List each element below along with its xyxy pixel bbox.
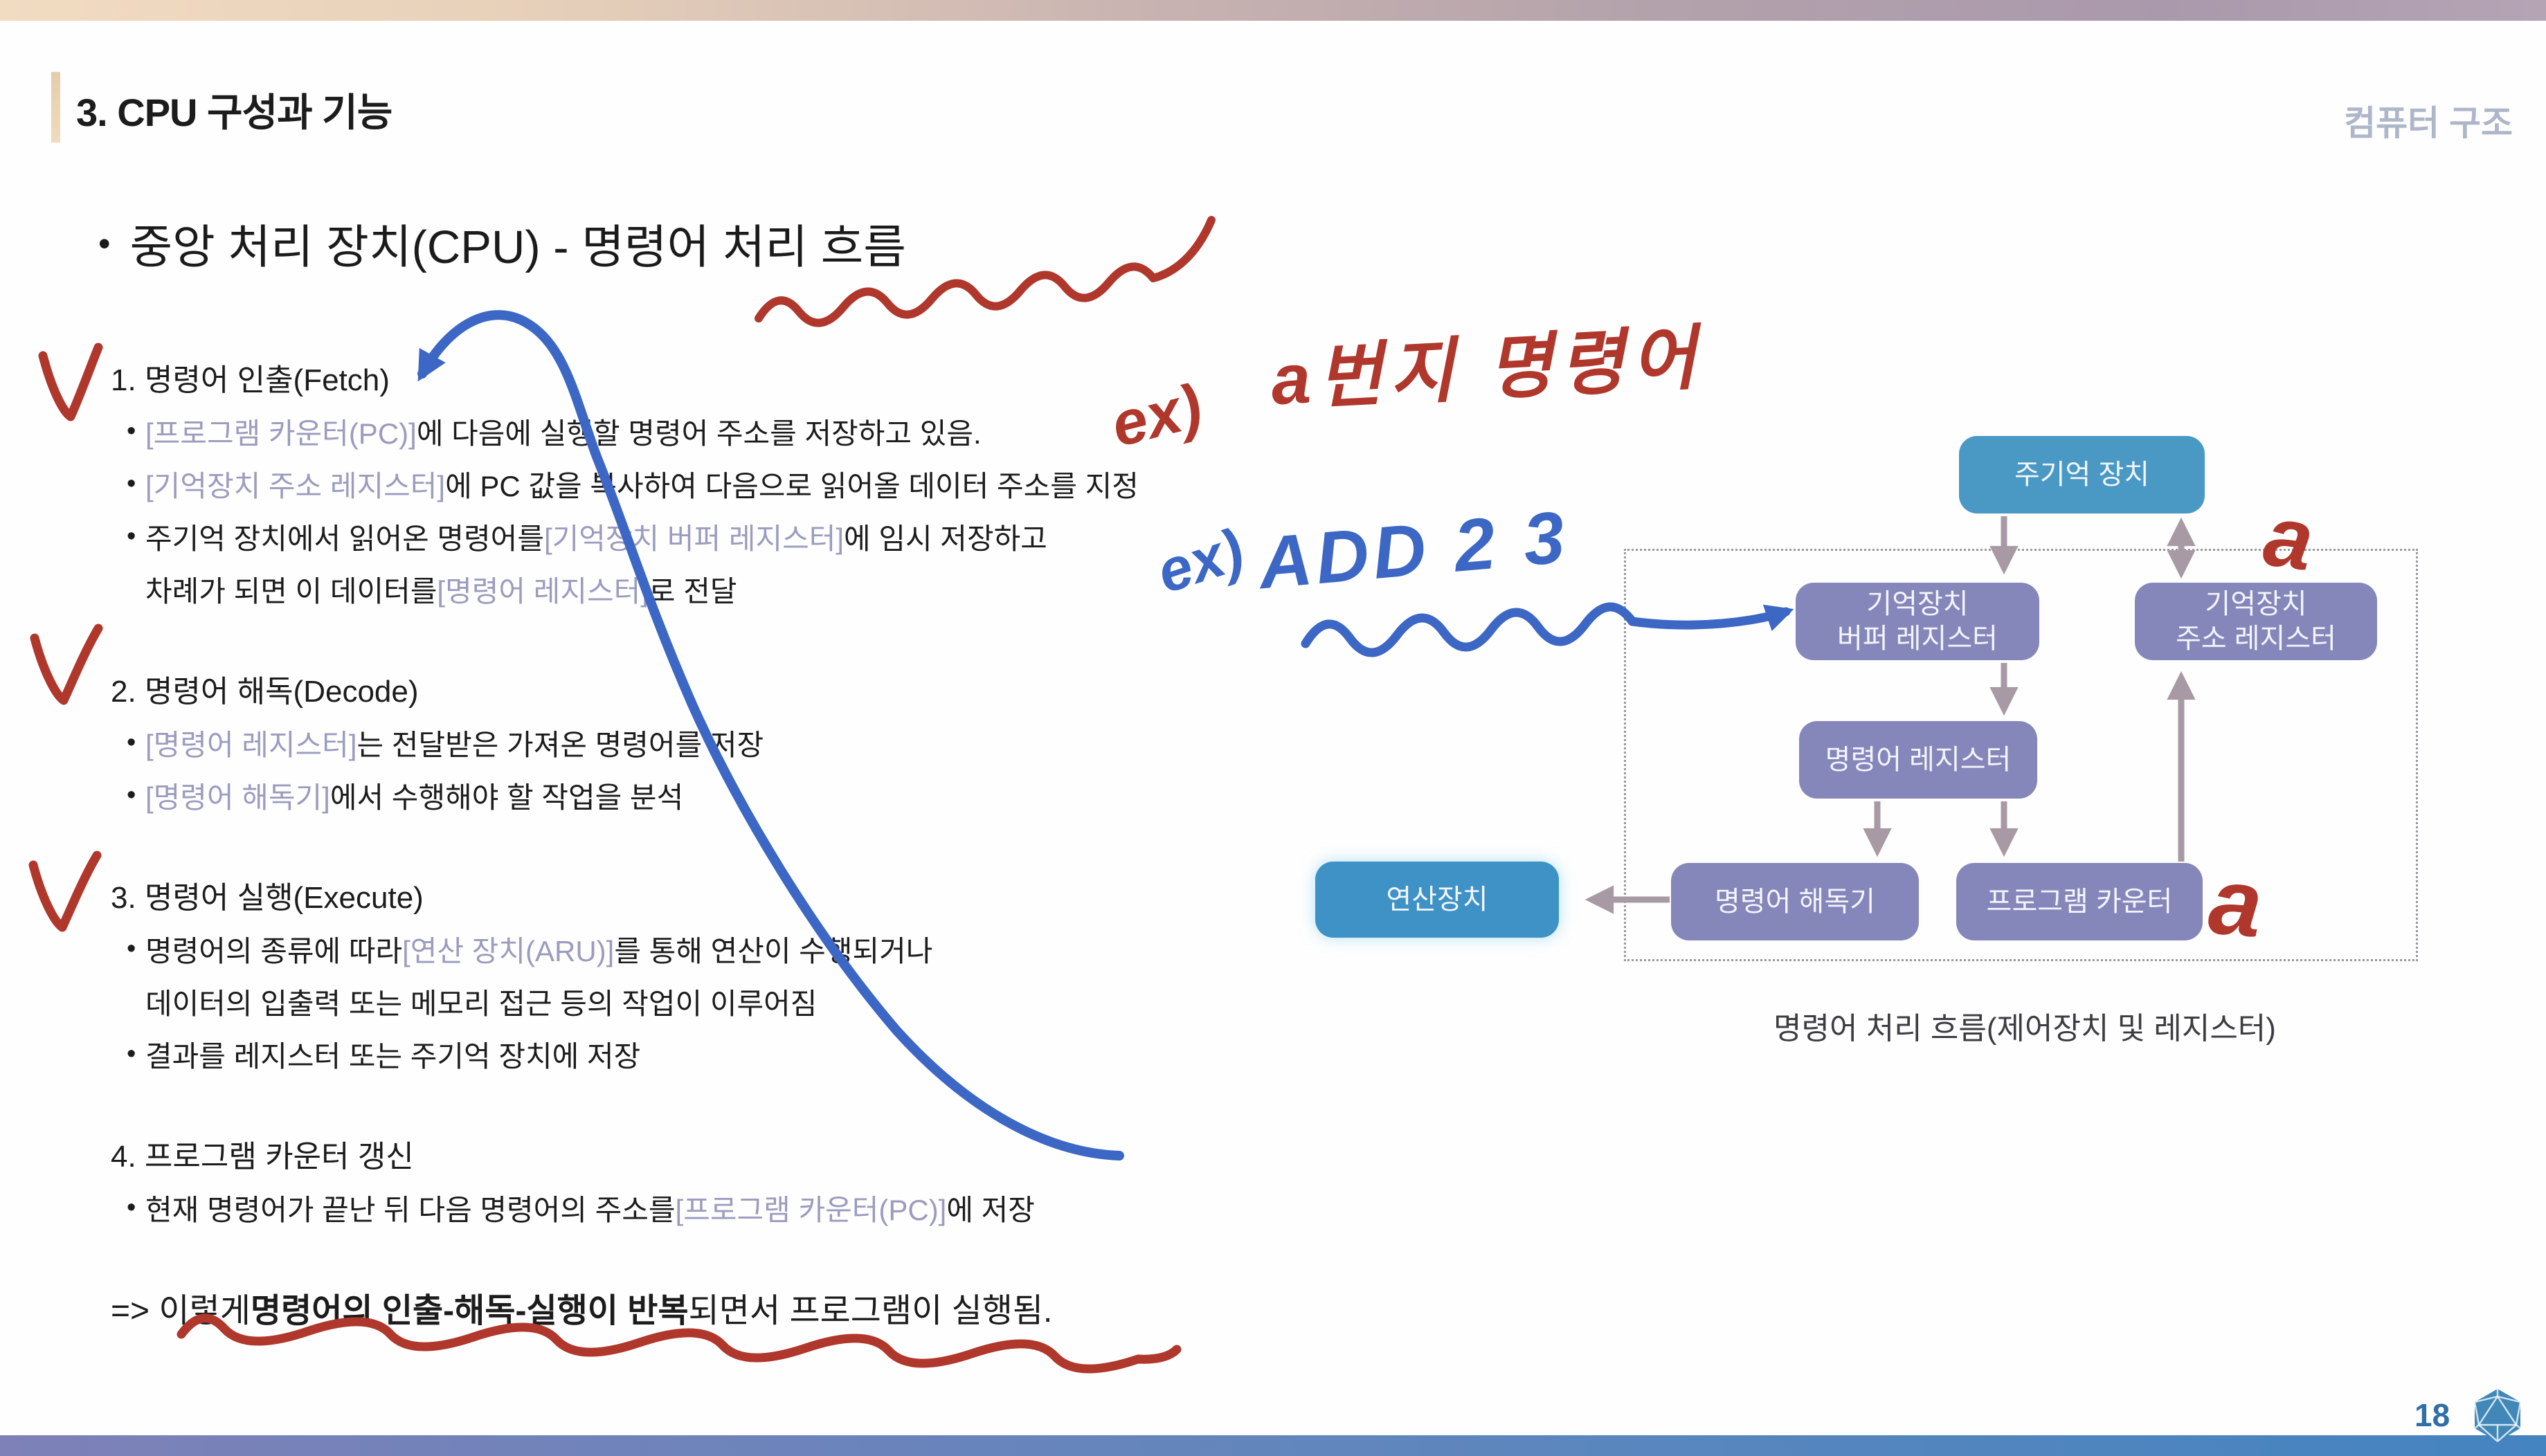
diagram-box-main-memory: 주기억 장치: [1959, 436, 2205, 513]
section-heading: 1. 명령어 인출(Fetch): [111, 363, 390, 397]
bullet-icon: •: [98, 224, 111, 263]
diagram-caption: 명령어 처리 흐름(제어장치 및 레지스터): [1773, 1012, 2276, 1046]
bullet-icon: •: [127, 934, 136, 963]
text-segment: 명령어의 종류에 따라: [145, 934, 403, 967]
text-segment: 차례가 되면 이 데이터를: [145, 574, 437, 608]
text-segment: 현재 명령어가 끝난 뒤 다음 명령어의 주소를: [145, 1193, 676, 1226]
diagram-box-memory-address-register: 기억장치 주소 레지스터: [2135, 583, 2377, 660]
bullet-icon: •: [127, 780, 136, 810]
text-segment: 에서 수행해야 할 작업을 분석: [329, 781, 684, 814]
text-segment: [프로그램 카운터(PC)]: [145, 417, 417, 450]
top-gradient-bar: [0, 0, 2546, 21]
bottom-gradient-bar: [0, 1435, 2546, 1456]
notes-section: 4. 프로그램 카운터 갱신 • 현재 명령어가 끝난 뒤 다음 명령어의 주소를 …: [104, 1126, 1336, 1234]
icosahedron-logo-icon: [2473, 1389, 2522, 1442]
diagram-box-instruction-decoder: 명령어 해독기: [1671, 863, 1919, 940]
diagram-box-memory-buffer-register: 기억장치 버퍼 레지스터: [1796, 583, 2039, 660]
control-unit-dotted-border: [1624, 549, 2418, 961]
text-segment: 에 저장: [946, 1193, 1035, 1226]
list-item: • 주기억 장치에서 읽어온 명령어를 [기억장치 버퍼 레지스터]에 임시 저장…: [104, 510, 1336, 563]
list-item: • 현재 명령어가 끝난 뒤 다음 명령어의 주소를 [프로그램 카운터(PC)]…: [104, 1181, 1336, 1234]
text-segment: 에 임시 저장하고: [844, 522, 1047, 555]
bullet-icon: •: [127, 521, 136, 551]
text-segment: [명령어 레지스터]: [145, 728, 357, 761]
slide-title: 3. CPU 구성과 기능: [76, 91, 392, 134]
section-heading: 2. 명령어 해독(Decode): [111, 675, 419, 709]
text-segment: 명령어의 인출-해독-실행이 반복: [250, 1293, 689, 1329]
text-segment: 를 통해 연산이 수행되거나: [614, 934, 933, 967]
text-segment: => 이렇게: [111, 1293, 251, 1329]
page-number: 18: [2414, 1397, 2450, 1433]
list-item: • 결과를 레지스터 또는 주기억 장치에 저장: [104, 1028, 1336, 1080]
text-segment: 데이터의 입출력 또는 메모리 접근 등의 작업이 이루어짐: [145, 987, 818, 1020]
list-item: • [명령어 레지스터]는 전달받은 가져온 명령어를 저장: [104, 716, 1336, 769]
checkmark-icon: [30, 624, 103, 705]
course-label: 컴퓨터 구조: [2344, 104, 2513, 143]
text-segment: [프로그램 카운터(PC)]: [675, 1193, 947, 1226]
bullet-icon: •: [127, 727, 136, 757]
text-segment: [기억장치 주소 레지스터]: [145, 469, 446, 502]
bullet-icon: •: [127, 416, 136, 446]
text-segment: 에 PC 값을 복사하여 다음으로 읽어올 데이터 주소를 지정: [445, 469, 1139, 502]
diagram-box-instruction-register: 명령어 레지스터: [1799, 721, 2037, 799]
section-heading: 3. 명령어 실행(Execute): [111, 881, 424, 915]
main-heading-text: 중앙 처리 장치(CPU) - 명령어 처리 흐름: [129, 221, 906, 273]
text-segment: [기억장치 버퍼 레지스터]: [543, 522, 845, 555]
checkmark-icon: [38, 343, 103, 421]
diagram-box-alu: 연산장치: [1315, 862, 1559, 938]
text-segment: 결과를 레지스터 또는 주기억 장치에 저장: [145, 1039, 641, 1073]
diagram-box-program-counter: 프로그램 카운터: [1956, 863, 2203, 940]
text-segment: 로 전달: [648, 574, 737, 608]
checkmark-icon: [28, 850, 102, 932]
handwritten-red-letter-bottom: a: [2205, 847, 2267, 958]
text-segment: [연산 장치(ARU)]: [402, 934, 615, 967]
text-segment: 에 다음에 실행할 명령어 주소를 저장하고 있음.: [416, 417, 982, 450]
list-item: • [명령어 해독기]에서 수행해야 할 작업을 분석: [104, 769, 1336, 821]
bullet-icon: •: [127, 1192, 136, 1222]
section-heading: 4. 프로그램 카운터 갱신: [111, 1140, 414, 1174]
bullet-icon: •: [127, 1039, 136, 1068]
list-item: • [기억장치 주소 레지스터]에 PC 값을 복사하여 다음으로 읽어올 데이터…: [104, 457, 1336, 510]
text-segment: 는 전달받은 가져온 명령어를 저장: [356, 728, 764, 761]
list-item: 차례가 되면 이 데이터를 [명령어 레지스터]로 전달: [104, 563, 1336, 615]
handwritten-red-example: a번지 명령어: [1269, 318, 1705, 420]
text-segment: 주기억 장치에서 읽어온 명령어를: [145, 522, 544, 555]
title-accent-bar: [51, 72, 60, 143]
list-item: 데이터의 입출력 또는 메모리 접근 등의 작업이 이루어짐: [104, 975, 1336, 1028]
notes-column: 1. 명령어 인출(Fetch)•[프로그램 카운터(PC)]에 다음에 실행할…: [104, 349, 1336, 1335]
text-segment: 되면서 프로그램이 실행됨.: [688, 1293, 1053, 1329]
text-segment: [명령어 해독기]: [145, 781, 330, 814]
bullet-icon: •: [127, 468, 136, 498]
notes-section: 3. 명령어 실행(Execute) • 명령어의 종류에 따라 [연산 장치(AR…: [104, 867, 1336, 1080]
notes-section: 2. 명령어 해독(Decode) • [명령어 레지스터]는 전달받은 가져온 명…: [104, 661, 1336, 821]
main-heading: • 중앙 처리 장치(CPU) - 명령어 처리 흐름: [98, 210, 906, 277]
list-item: • 명령어의 종류에 따라 [연산 장치(ARU)]를 통해 연산이 수행되거나: [104, 922, 1336, 975]
text-segment: [명령어 레지스터]: [437, 574, 649, 608]
